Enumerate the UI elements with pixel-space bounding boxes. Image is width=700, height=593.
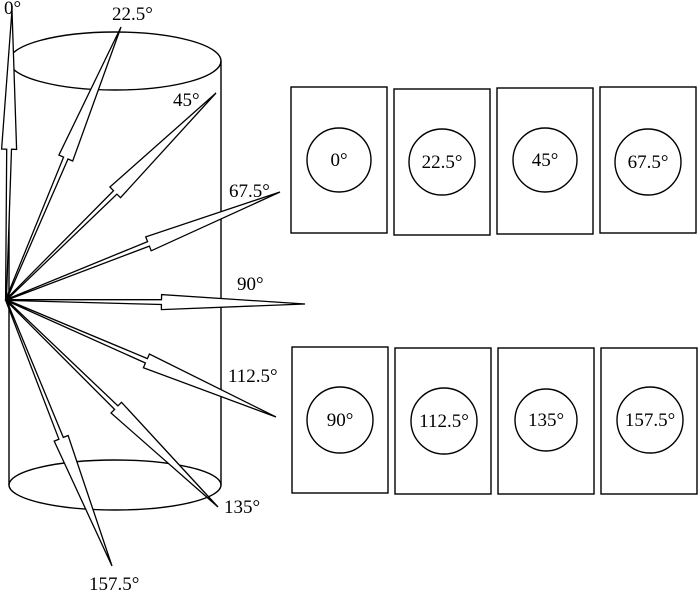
panel-circle xyxy=(306,127,372,193)
panel-circle xyxy=(408,128,476,196)
panel-circle xyxy=(614,128,682,196)
arrow-90 xyxy=(5,293,306,311)
arrow-label-112-5: 112.5° xyxy=(228,366,278,387)
arrow-22-5 xyxy=(4,26,122,302)
panel-circle xyxy=(616,386,684,454)
arrow-label-45: 45° xyxy=(173,90,200,111)
panel-circle xyxy=(410,387,478,455)
arrow-group xyxy=(0,9,306,567)
panel-157-5: 157.5° xyxy=(600,347,698,495)
panel-label-157-5: 157.5° xyxy=(625,410,675,431)
arrow-label-0: 0° xyxy=(4,0,21,19)
panel-label-90: 90° xyxy=(327,410,354,431)
panel-112-5: 112.5° xyxy=(394,347,492,495)
panel-circle xyxy=(306,386,374,454)
panel-22-5: 22.5° xyxy=(393,88,491,236)
arrow-labels: 0° 22.5° 45° 67.5° 90° 112.5° 135° 157.5… xyxy=(4,0,278,593)
panel-label-0: 0° xyxy=(330,150,347,171)
panel-label-45: 45° xyxy=(532,150,559,171)
panel-row-bottom: 90° 112.5° 135° 157.5° xyxy=(291,346,698,495)
arrow-135 xyxy=(4,298,219,508)
arrow-label-90: 90° xyxy=(237,274,264,295)
arrow-label-67-5: 67.5° xyxy=(229,181,270,202)
panel-label-67-5: 67.5° xyxy=(628,152,669,173)
arrow-label-22-5: 22.5° xyxy=(112,4,153,25)
arrow-label-135: 135° xyxy=(224,497,260,518)
panel-135: 135° xyxy=(497,347,595,495)
panel-circle xyxy=(514,388,578,452)
arrow-157-5 xyxy=(4,299,113,567)
panel-label-112-5: 112.5° xyxy=(419,411,469,432)
panel-row-top: 0° 22.5° 45° 67.5° xyxy=(290,86,697,236)
panel-label-22-5: 22.5° xyxy=(422,152,463,173)
cylinder xyxy=(8,31,222,511)
panel-67-5: 67.5° xyxy=(599,86,697,234)
panel-label-135: 135° xyxy=(528,410,564,431)
arrow-67-5 xyxy=(5,191,281,302)
arrow-label-157-5: 157.5° xyxy=(89,574,139,593)
cylinder-bottom-ellipse xyxy=(8,459,222,511)
arrow-45 xyxy=(4,92,217,302)
panel-90: 90° xyxy=(291,346,389,494)
panel-0: 0° xyxy=(290,86,388,234)
panel-circle xyxy=(512,127,578,193)
arrow-0 xyxy=(0,9,18,301)
arrow-112-5 xyxy=(4,298,277,418)
panel-45: 45° xyxy=(496,87,594,235)
